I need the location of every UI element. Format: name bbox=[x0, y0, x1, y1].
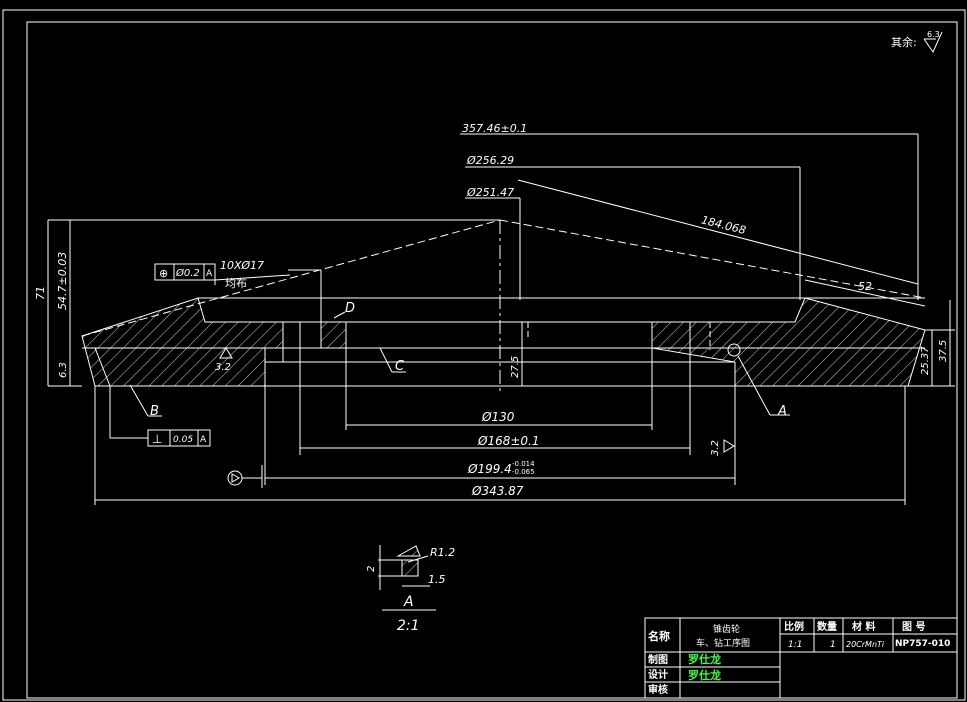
outer-border bbox=[2, 9, 966, 701]
callout-d: D bbox=[345, 301, 355, 316]
designer-name: 罗仕龙 bbox=[688, 668, 721, 682]
dim-199: Ø199.4 bbox=[467, 462, 512, 476]
dim-52: 52 bbox=[858, 280, 872, 293]
perpendicular-icon: ⊥ bbox=[152, 432, 162, 446]
roughness-icon bbox=[923, 31, 943, 54]
part-section bbox=[48, 219, 926, 455]
svg-text:审核: 审核 bbox=[648, 683, 668, 696]
roughness-mark-icon bbox=[219, 347, 233, 359]
svg-text:1:1: 1:1 bbox=[788, 640, 802, 650]
perpendicular-tolerance-frame: ⊥ 0.05 A bbox=[147, 429, 211, 447]
detail-scale: 2:1 bbox=[397, 618, 420, 634]
svg-text:0.05: 0.05 bbox=[173, 435, 193, 445]
svg-text:锥齿轮: 锥齿轮 bbox=[713, 623, 740, 635]
svg-text:2: 2 bbox=[366, 566, 377, 572]
dim-199-tol-up: -0.014 bbox=[512, 460, 535, 468]
svg-text:设计: 设计 bbox=[648, 668, 668, 681]
svg-text:Ø0.2: Ø0.2 bbox=[175, 267, 200, 279]
svg-text:制图: 制图 bbox=[648, 653, 668, 666]
dim-63: 6.3 bbox=[58, 362, 69, 378]
svg-text:车、钻工序图: 车、钻工序图 bbox=[696, 637, 750, 649]
holes-note: 均布 bbox=[225, 277, 247, 290]
dim-130: Ø130 bbox=[481, 410, 515, 424]
callout-leaders bbox=[109, 272, 790, 439]
dim-2537: 25.37 bbox=[920, 346, 931, 375]
dim-199-tol-dn: -0.065 bbox=[512, 468, 535, 476]
roughness-32b: 3.2 bbox=[710, 440, 721, 456]
detail-a: R1.2 1.5 2 A 2:1 bbox=[366, 545, 455, 634]
roughness-32a: 3.2 bbox=[215, 362, 231, 373]
dim-168: Ø168±0.1 bbox=[477, 434, 540, 448]
dim-275: 27.5 bbox=[510, 356, 521, 378]
svg-text:1: 1 bbox=[830, 640, 836, 650]
svg-text:名称: 名称 bbox=[648, 629, 670, 643]
svg-text:R1.2: R1.2 bbox=[430, 546, 455, 559]
svg-text:20CrMnTi: 20CrMnTi bbox=[846, 640, 885, 649]
dim-375: 37.5 bbox=[938, 340, 949, 362]
holes-callout: 10XØ17 bbox=[220, 259, 264, 272]
svg-text:1.5: 1.5 bbox=[428, 573, 446, 586]
position-tolerance-frame: ⊕ Ø0.2 A bbox=[154, 263, 216, 281]
dim-overall: 357.46±0.1 bbox=[462, 122, 527, 135]
datum-arrow-icon bbox=[231, 473, 241, 483]
svg-text:材 料: 材 料 bbox=[852, 620, 875, 633]
roughness-mark-icon-2 bbox=[723, 439, 735, 453]
svg-text:数量: 数量 bbox=[817, 620, 837, 633]
callout-b: B bbox=[150, 404, 159, 419]
dimension-texts: 357.46±0.1 Ø256.29 Ø251.47 184.068 52 71… bbox=[34, 122, 949, 498]
datum-symbol bbox=[227, 470, 262, 486]
hatch-right bbox=[651, 297, 926, 387]
svg-text:A: A bbox=[200, 435, 207, 445]
title-block bbox=[644, 617, 958, 699]
roughness-note: 其余: 6.3 bbox=[891, 30, 943, 54]
hatch-left bbox=[81, 297, 284, 387]
svg-text:NP757-010: NP757-010 bbox=[895, 639, 950, 649]
svg-text:A: A bbox=[206, 269, 213, 279]
svg-text:其余:: 其余: bbox=[891, 35, 917, 49]
hatch-hole bbox=[320, 321, 347, 349]
detail-label: A bbox=[403, 594, 414, 610]
position-icon: ⊕ bbox=[159, 267, 168, 280]
title-block-text: 名称 锥齿轮 车、钻工序图 比例 数量 材 料 图 号 1:1 1 20CrMn… bbox=[648, 620, 950, 696]
dim-256: Ø256.29 bbox=[466, 154, 514, 167]
svg-text:图 号: 图 号 bbox=[902, 621, 925, 633]
dim-251: Ø251.47 bbox=[466, 186, 514, 199]
svg-text:比例: 比例 bbox=[784, 620, 804, 633]
dim-71: 71 bbox=[34, 286, 47, 300]
drawer-name: 罗仕龙 bbox=[688, 652, 721, 666]
inner-frame bbox=[26, 21, 958, 699]
dim-54: 54.7±0.03 bbox=[56, 252, 69, 310]
dim-343: Ø343.87 bbox=[471, 484, 524, 498]
callout-c: C bbox=[395, 359, 405, 374]
callout-a: A bbox=[777, 404, 787, 419]
svg-text:6.3: 6.3 bbox=[927, 30, 940, 39]
dimensions bbox=[47, 133, 955, 505]
